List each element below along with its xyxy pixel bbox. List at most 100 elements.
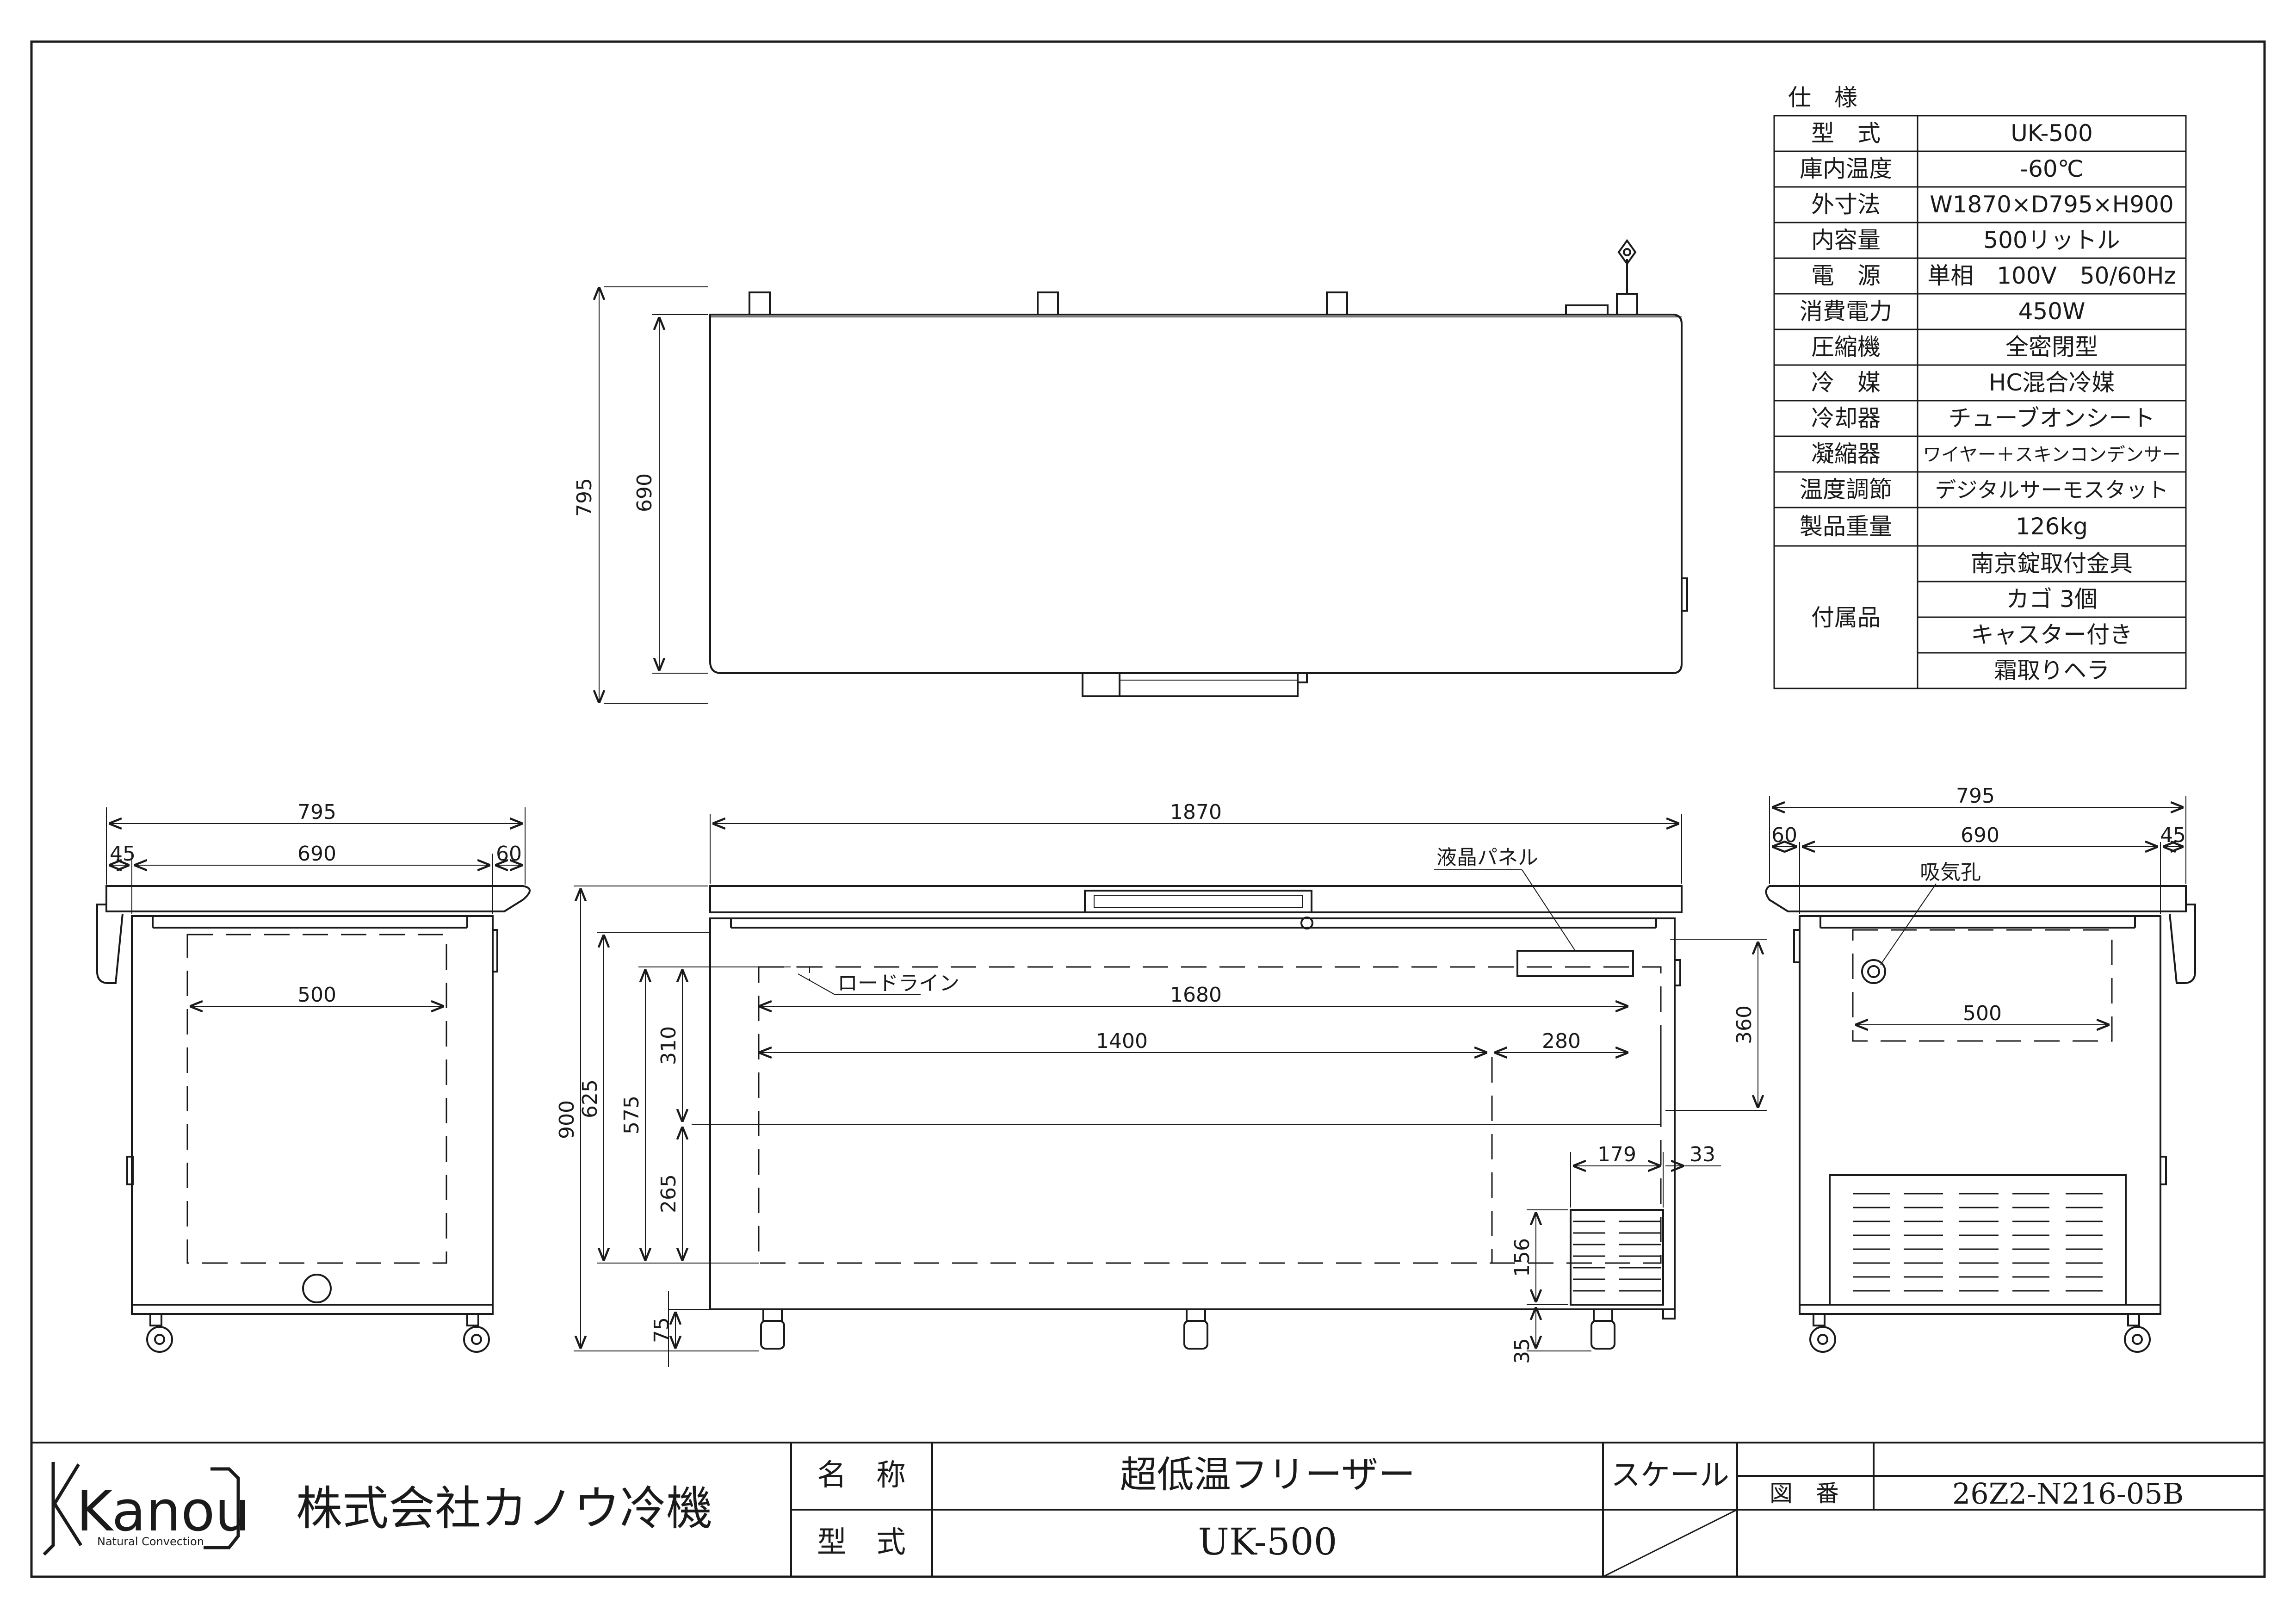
- dim-front-basket-length: 1400: [1096, 1029, 1148, 1053]
- spec-value: W1870×D795×H900: [1930, 191, 2173, 218]
- front-view-handle: [1084, 890, 1312, 913]
- dim-front-vent-base: 35: [1510, 1338, 1534, 1364]
- company-name: 株式会社カノウ冷機: [296, 1481, 712, 1536]
- top-view-body: [709, 314, 1683, 674]
- dim-front-inner: 1680: [1170, 983, 1222, 1007]
- spec-label: 温度調節: [1800, 476, 1892, 503]
- intake-leader: [1880, 883, 1937, 965]
- right-view-basket: [1852, 929, 2113, 1042]
- dim-right-margin-l: 60: [1771, 824, 1797, 847]
- right-view-lid: [1765, 885, 2187, 912]
- top-view: [599, 239, 1688, 704]
- spec-accessory: 霜取りヘラ: [1994, 657, 2110, 684]
- dim-front-basket-height: 575: [620, 1096, 644, 1134]
- right-view: [1765, 796, 2196, 1353]
- spec-value: デジタルサーモスタット: [1935, 477, 2168, 502]
- spec-value: 500リットル: [1983, 227, 2120, 254]
- callout-lcd-panel: 液晶パネル: [1436, 846, 1538, 869]
- dim-top-depth-total: 795: [573, 478, 596, 517]
- dim-front-upper: 310: [657, 1026, 681, 1065]
- scale-label: スケール: [1611, 1458, 1729, 1493]
- spec-accessory: 南京錠取付金具: [1971, 550, 2133, 577]
- dim-right-margin-r: 45: [2160, 824, 2186, 847]
- dim-left-basket: 500: [297, 983, 336, 1007]
- right-view-caster-r: [2124, 1313, 2151, 1353]
- spec-value: UK-500: [2011, 120, 2093, 147]
- dim-front-inner-height: 625: [578, 1079, 602, 1118]
- dim-front-vent-offset: 33: [1690, 1143, 1715, 1166]
- spec-label: 圧縮機: [1811, 334, 1881, 360]
- spec-accessories-label: 付属品: [1811, 604, 1881, 631]
- drawing-no-value: 26Z2-N216-05B: [1952, 1477, 2184, 1511]
- spec-label: 製品重量: [1800, 513, 1892, 540]
- sheet-border: [30, 40, 2266, 1578]
- lcd-leader: [1522, 869, 1576, 951]
- top-view-handle: [1082, 673, 1299, 697]
- front-view-basket: [758, 966, 1662, 1264]
- dim-top-depth-inner: 690: [633, 473, 656, 512]
- right-view-caster-l: [1809, 1313, 1836, 1353]
- top-view-hinge-3: [1326, 291, 1348, 316]
- dim-right-basket: 500: [1963, 1002, 2002, 1025]
- spec-label: 冷 媒: [1811, 369, 1881, 396]
- dim-left-margin-r: 60: [496, 842, 522, 866]
- spec-value: 単相 100V 50/60Hz: [1927, 262, 2176, 289]
- name-value: 超低温フリーザー: [1120, 1453, 1415, 1496]
- dim-front-height: 900: [555, 1100, 579, 1139]
- top-view-hinge-1: [749, 291, 771, 316]
- top-view-side-knob: [1681, 577, 1688, 612]
- left-view: [96, 807, 531, 1353]
- spec-label: 外寸法: [1811, 191, 1881, 218]
- spec-value: チューブオンシート: [1949, 405, 2155, 432]
- logo-subtext: Natural Convection: [97, 1535, 204, 1548]
- front-view-caster-1: [760, 1308, 785, 1350]
- spec-value: HC混合冷媒: [1989, 369, 2115, 396]
- spec-label: 電 源: [1811, 262, 1881, 289]
- company-logo: [43, 1462, 240, 1556]
- front-view-lcd: [1516, 950, 1634, 977]
- spec-value: 全密閉型: [2005, 334, 2098, 360]
- front-view-caster-2: [1183, 1308, 1208, 1350]
- dim-left-margin-l: 45: [110, 842, 136, 866]
- spec-table: [1773, 115, 2187, 689]
- dim-right-inner: 690: [1961, 824, 1999, 847]
- spec-value: 126kg: [2016, 513, 2088, 540]
- dim-right-width-total: 795: [1956, 784, 1995, 808]
- spec-table-title: 仕 様: [1788, 84, 1857, 111]
- dim-left-inner: 690: [297, 842, 336, 866]
- model-value: UK-500: [1198, 1520, 1337, 1563]
- spec-accessory: カゴ 3個: [2006, 586, 2098, 613]
- logo-text: Kanou: [76, 1480, 250, 1544]
- left-view-caster-r: [463, 1313, 490, 1353]
- dim-front-width: 1870: [1170, 800, 1222, 824]
- spec-accessory: キャスター付き: [1971, 621, 2133, 648]
- front-view: [574, 814, 1767, 1367]
- top-view-lock-bracket: [1565, 304, 1609, 316]
- left-view-basket: [186, 934, 447, 1264]
- callout-intake: 吸気孔: [1920, 861, 1981, 884]
- top-view-lock-post: [1616, 293, 1638, 316]
- dim-front-step-height: 360: [1733, 1005, 1756, 1044]
- spec-value: 450W: [2018, 298, 2086, 325]
- name-label: 名 称: [817, 1458, 906, 1493]
- spec-table-text: 型 式 UK-500 庫内温度 -60℃ 外寸法 W1870×D795×H900…: [1800, 120, 2181, 684]
- spec-label: 庫内温度: [1800, 155, 1892, 182]
- load-line-leader: [798, 973, 835, 995]
- right-view-intake-hole: [1861, 959, 1886, 984]
- title-block: [31, 1442, 2265, 1578]
- dim-front-step-length: 280: [1542, 1029, 1581, 1053]
- dim-front-lower: 265: [657, 1174, 681, 1213]
- spec-label: 型 式: [1811, 120, 1881, 147]
- model-label: 型 式: [817, 1525, 906, 1560]
- top-view-hinge-2: [1037, 291, 1059, 316]
- dim-front-caster: 75: [650, 1317, 674, 1343]
- dim-left-width-total: 795: [297, 800, 336, 824]
- front-view-vent: [1570, 1209, 1664, 1306]
- callout-load-line: ロードライン: [837, 972, 959, 995]
- right-view-grille: [1829, 1174, 2127, 1306]
- left-view-lid: [105, 885, 531, 912]
- spec-value: -60℃: [2020, 155, 2084, 182]
- spec-value: ワイヤー＋スキンコンデンサー: [1923, 444, 2181, 465]
- spec-label: 冷却器: [1811, 405, 1881, 432]
